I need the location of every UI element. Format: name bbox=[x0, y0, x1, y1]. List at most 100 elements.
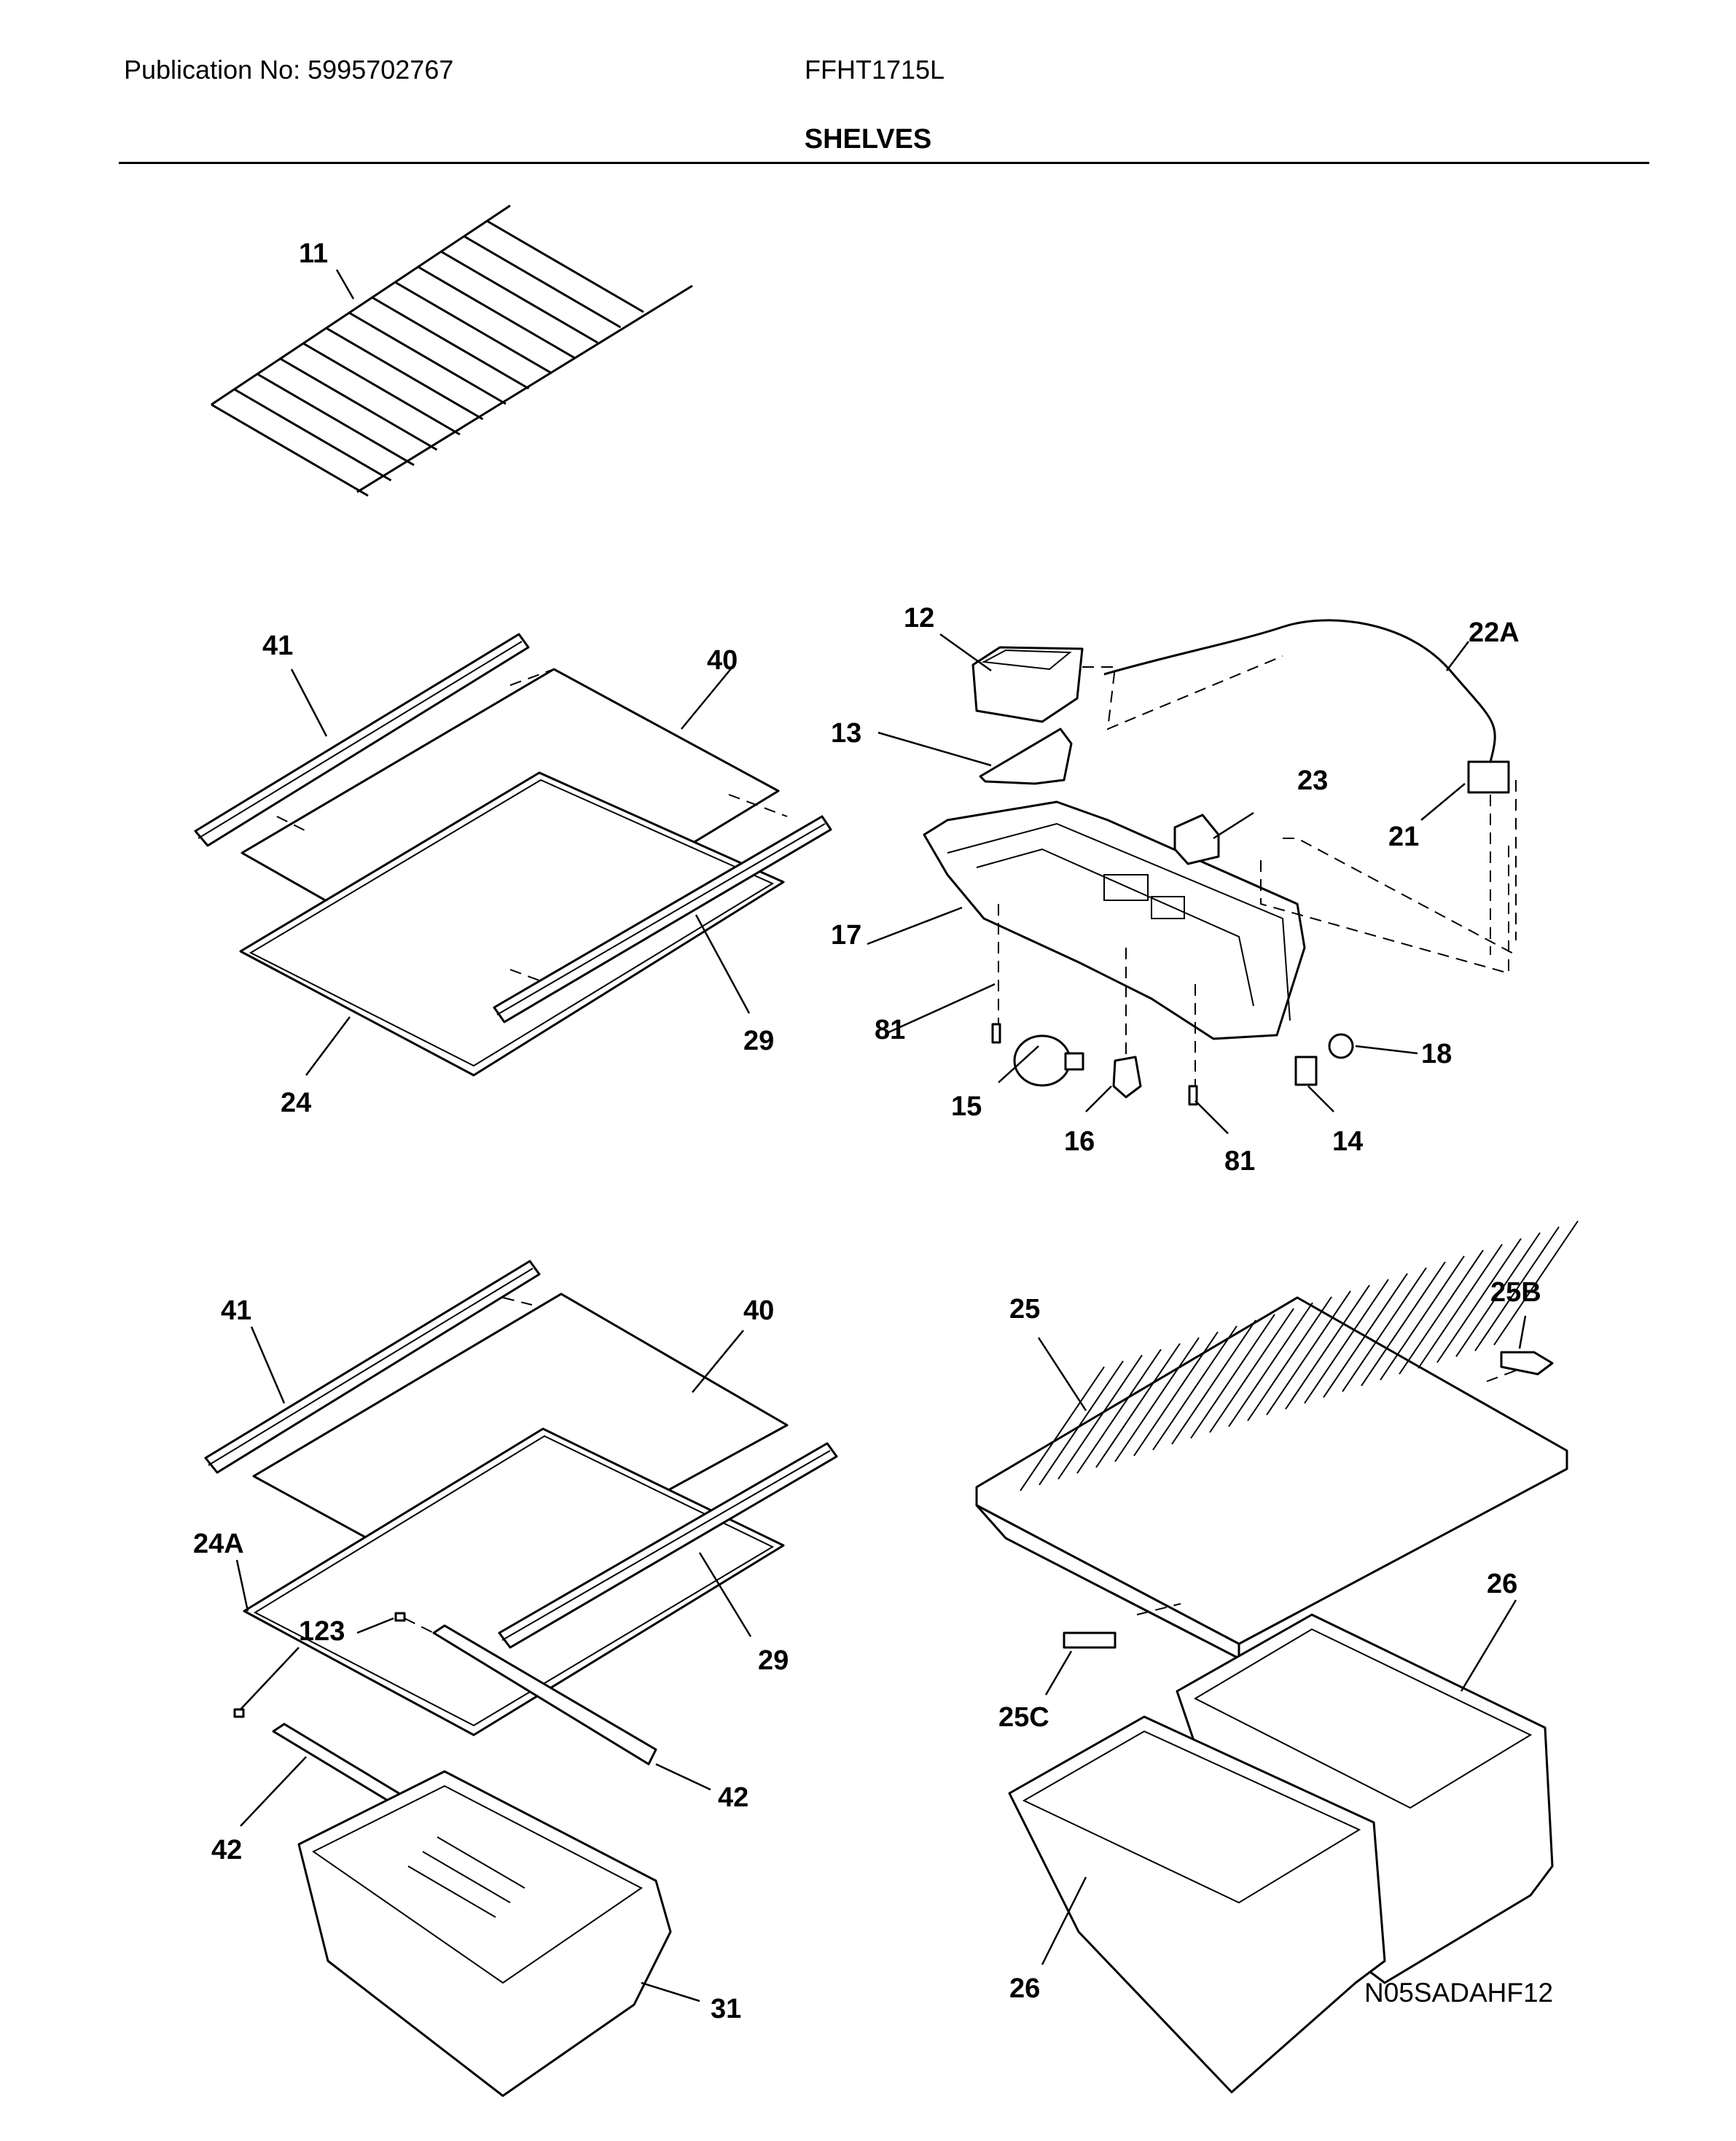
shelf-wire bbox=[440, 250, 598, 344]
callout-labels: 11 12 13 22A 23 21 17 81 15 16 81 14 18 … bbox=[193, 238, 1541, 2024]
shelf-wire bbox=[486, 219, 644, 313]
wire-harness-22A bbox=[1103, 619, 1496, 763]
callout-23: 23 bbox=[1297, 765, 1328, 796]
cover-rib bbox=[1190, 1314, 1275, 1439]
shelf-trim-rear-29b bbox=[498, 1442, 838, 1649]
glass-shelf-assembly-upper bbox=[194, 633, 832, 1077]
callout-42-right: 42 bbox=[718, 1782, 748, 1813]
cover-rib bbox=[1133, 1331, 1219, 1456]
shelf-wire bbox=[211, 403, 369, 497]
shelf-wire bbox=[371, 296, 530, 390]
callout-41-lower: 41 bbox=[221, 1295, 251, 1326]
light-housing-assembly bbox=[923, 619, 1517, 1106]
cover-rib bbox=[1455, 1232, 1541, 1357]
callout-13: 13 bbox=[831, 718, 861, 749]
crisper-cover-25 bbox=[975, 1296, 1568, 1645]
cover-rib bbox=[1209, 1308, 1294, 1433]
cover-rib bbox=[1247, 1296, 1332, 1422]
header-rule bbox=[119, 162, 1649, 164]
thermostat-23 bbox=[1173, 814, 1220, 865]
callout-26-left: 26 bbox=[1009, 1973, 1040, 2004]
callout-81-right: 81 bbox=[1224, 1146, 1255, 1177]
callout-29-lower: 29 bbox=[758, 1645, 789, 1676]
screw-81-left bbox=[991, 1023, 1001, 1044]
damper-knob-18 bbox=[1328, 1033, 1354, 1059]
cover-rib bbox=[1114, 1337, 1200, 1462]
cover-rib bbox=[1418, 1244, 1503, 1369]
callout-24A: 24A bbox=[193, 1529, 244, 1559]
callout-22A: 22A bbox=[1469, 617, 1520, 648]
shelf-frame-24 bbox=[239, 771, 785, 1077]
bulb-socket-16 bbox=[1112, 1056, 1142, 1099]
callout-81-left: 81 bbox=[875, 1015, 905, 1045]
shelf-trim-rear-29 bbox=[493, 815, 832, 1023]
cover-rib bbox=[1171, 1319, 1256, 1445]
cover-support-25B bbox=[1500, 1351, 1554, 1376]
leader-lines bbox=[235, 269, 1527, 2002]
cover-rib bbox=[1095, 1343, 1181, 1468]
callout-40-lower: 40 bbox=[743, 1295, 774, 1326]
light-switch-14 bbox=[1294, 1056, 1318, 1086]
cover-rib bbox=[1323, 1273, 1408, 1398]
glass-shelf-assembly-lower bbox=[204, 1260, 838, 2097]
publication-number: Publication No: 5995702767 bbox=[124, 55, 454, 85]
callout-21: 21 bbox=[1388, 822, 1419, 852]
callout-12: 12 bbox=[904, 603, 934, 633]
shelf-wire bbox=[279, 357, 438, 451]
callout-17: 17 bbox=[831, 920, 861, 951]
light-bracket-13 bbox=[979, 728, 1073, 785]
cover-rib bbox=[1020, 1366, 1105, 1491]
crisper-cover-assembly bbox=[975, 1220, 1579, 2094]
model-number: FFHT1715L bbox=[805, 55, 945, 85]
cover-rib bbox=[1076, 1349, 1162, 1474]
callout-24: 24 bbox=[281, 1088, 311, 1118]
cover-rib bbox=[1039, 1360, 1124, 1486]
cover-rib bbox=[1266, 1290, 1351, 1416]
section-title: SHELVES bbox=[804, 124, 932, 155]
shelf-wire bbox=[394, 281, 552, 375]
cover-rib bbox=[1361, 1261, 1446, 1387]
shelf-wire bbox=[348, 311, 507, 405]
callout-29-upper: 29 bbox=[743, 1026, 774, 1056]
shelf-wire bbox=[233, 388, 392, 482]
cover-rib bbox=[1399, 1249, 1484, 1375]
callout-25B: 25B bbox=[1490, 1277, 1541, 1308]
callout-11: 11 bbox=[299, 238, 328, 269]
cover-rib bbox=[1285, 1284, 1370, 1410]
callout-15: 15 bbox=[951, 1091, 982, 1122]
light-housing-17 bbox=[923, 800, 1306, 1040]
callout-18: 18 bbox=[1421, 1039, 1452, 1069]
slide-rail-42-right bbox=[432, 1624, 657, 1766]
diagram-code: N05SADAHF12 bbox=[1364, 1978, 1554, 2008]
wire-shelf-11 bbox=[211, 204, 693, 497]
shelf-frame-24A bbox=[243, 1427, 785, 1736]
light-shield-12 bbox=[971, 646, 1084, 723]
terminal-block-21 bbox=[1467, 760, 1510, 794]
cover-latch-25C bbox=[1063, 1631, 1117, 1649]
cover-rib bbox=[1228, 1302, 1313, 1427]
callout-42-left: 42 bbox=[211, 1835, 242, 1865]
cover-rib bbox=[1380, 1255, 1465, 1381]
cover-rib bbox=[1342, 1267, 1427, 1392]
callout-123: 123 bbox=[299, 1616, 345, 1647]
cover-rib bbox=[1436, 1238, 1522, 1363]
shelf-wire bbox=[302, 342, 461, 436]
crisper-drawer-26-left bbox=[1008, 1715, 1386, 2094]
shelf-trim-front-41 bbox=[194, 633, 530, 847]
shelf-wire bbox=[257, 373, 415, 467]
callout-16: 16 bbox=[1064, 1126, 1095, 1157]
callout-14: 14 bbox=[1332, 1126, 1363, 1157]
cover-rib bbox=[1057, 1354, 1143, 1480]
shelf-wire bbox=[417, 265, 576, 359]
cover-rib bbox=[1152, 1325, 1238, 1451]
cover-rib bbox=[1493, 1220, 1579, 1346]
callout-25: 25 bbox=[1009, 1294, 1040, 1325]
cover-rib bbox=[1474, 1226, 1560, 1352]
callout-41-upper: 41 bbox=[262, 631, 293, 661]
shelf-wire bbox=[463, 235, 622, 329]
screw-81-right bbox=[1188, 1085, 1198, 1106]
callout-25C: 25C bbox=[998, 1702, 1049, 1733]
shelf-wire bbox=[325, 327, 484, 421]
callout-31: 31 bbox=[711, 1994, 741, 2024]
